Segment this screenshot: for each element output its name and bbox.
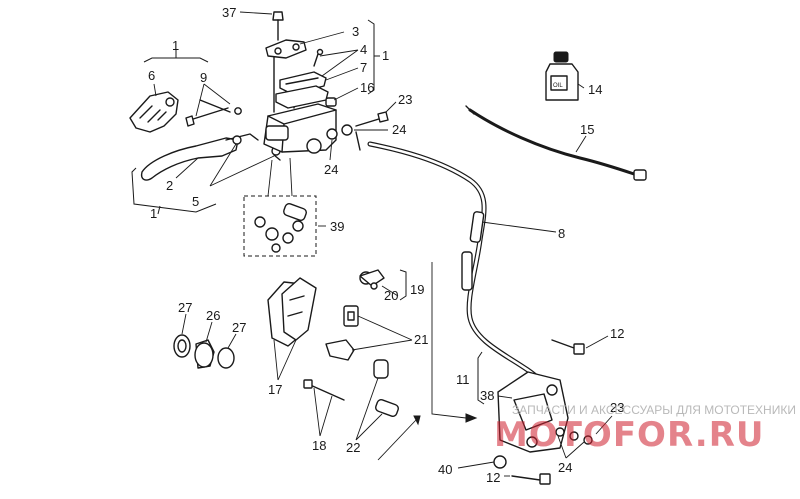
repair-kit-part-39 [243, 195, 317, 257]
callout-numbers: 37 3 4 7 16 1 23 24 24 1 6 9 2 5 1 39 14… [148, 5, 624, 485]
pad-pin-part-18 [303, 379, 345, 401]
callout-24-top: 24 [392, 122, 406, 137]
clamp-part-3 [265, 39, 307, 59]
pad-spring-part-21 [325, 305, 359, 361]
bottle-label: OIL [553, 83, 563, 89]
callout-23-lower: 23 [610, 400, 624, 415]
callout-6: 6 [148, 68, 155, 83]
callout-1-top-left: 1 [172, 38, 179, 53]
watermark-logo: MOTOFOR.RU [494, 415, 764, 455]
callout-37: 37 [222, 5, 236, 20]
brake-hose-part-8 [367, 141, 543, 383]
callout-24-lower: 24 [558, 460, 572, 475]
banjo-fitting-top [326, 111, 389, 151]
bleed-cap-part-40 [493, 455, 507, 469]
callout-20: 20 [384, 288, 398, 303]
plug-part-16 [325, 97, 337, 107]
callout-24-mid: 24 [324, 162, 338, 177]
cap-screws-part-4 [313, 48, 324, 67]
callout-38: 38 [480, 388, 494, 403]
callout-18: 18 [312, 438, 326, 453]
callout-27-left: 27 [178, 300, 192, 315]
callout-8: 8 [558, 226, 565, 241]
callout-15: 15 [580, 122, 594, 137]
callout-2: 2 [166, 178, 173, 193]
watermark: ЗАПЧАСТИ И АКСЕССУАРЫ ДЛЯ МОТОТЕХНИКИ MO… [494, 403, 796, 455]
callout-7: 7 [360, 60, 367, 75]
callout-39: 39 [330, 219, 344, 234]
lever-bracket-part-6 [129, 91, 179, 133]
callout-12-top: 12 [610, 326, 624, 341]
callout-22: 22 [346, 440, 360, 455]
banjo-washers-lower [555, 427, 593, 445]
callout-27-right: 27 [232, 320, 246, 335]
stoplight-cable-part-15 [465, 105, 647, 181]
brake-fluid-bottle-part-14: OIL [545, 51, 579, 101]
callout-leaders [131, 11, 613, 477]
piston-part-26 [194, 339, 215, 369]
callout-14: 14 [588, 82, 602, 97]
seal-ring-part-27 [217, 347, 235, 369]
seal-part-27 [173, 334, 191, 358]
callout-11: 11 [456, 372, 470, 387]
brake-pads-part-17 [267, 277, 317, 347]
callout-9: 9 [200, 70, 207, 85]
bolt-part-37 [272, 11, 284, 41]
caliper-bolt-part-12 [551, 339, 585, 355]
callout-12-lower: 12 [486, 470, 500, 485]
callout-21: 21 [414, 332, 428, 347]
callout-17: 17 [268, 382, 282, 397]
callout-1-right: 1 [382, 48, 389, 63]
callout-1-bottom: 1 [150, 206, 157, 221]
reservoir-cap-part-7 [279, 71, 327, 95]
callout-19: 19 [410, 282, 424, 297]
bleeder-part-20 [359, 269, 385, 290]
lever-pin-part-9 [185, 99, 242, 127]
master-cylinder-body [263, 55, 337, 154]
callout-26: 26 [206, 308, 220, 323]
callout-3: 3 [352, 24, 359, 39]
callout-23-top: 23 [398, 92, 412, 107]
pin-part-22 [373, 359, 399, 417]
watermark-tagline: ЗАПЧАСТИ И АКСЕССУАРЫ ДЛЯ МОТОТЕХНИКИ [512, 403, 796, 417]
caliper-bolt-lower-part-12 [511, 473, 551, 485]
callout-16: 16 [360, 80, 374, 95]
callout-5: 5 [192, 194, 199, 209]
callout-40: 40 [438, 462, 452, 477]
callout-4: 4 [360, 42, 367, 57]
